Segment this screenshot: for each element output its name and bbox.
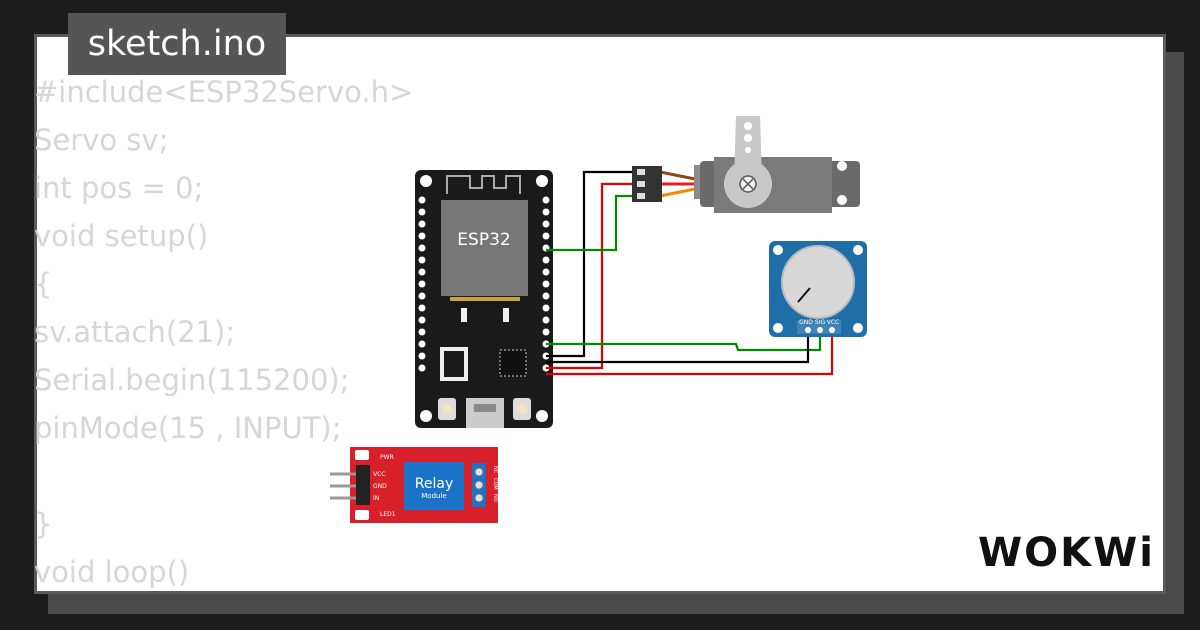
wokwi-logo: WOKWi [978,530,1155,576]
relay-pin-in: IN [373,495,379,502]
code-editor[interactable]: #include<ESP32Servo.h> Servo sv; int pos… [34,68,413,596]
relay-title: Relay [415,476,453,492]
code-line: Serial.begin(115200); [34,363,350,397]
wires [546,170,834,376]
pot-pin-gnd: GND [799,319,813,326]
code-line: void setup() [34,219,209,253]
relay-pin-vcc: VCC [373,471,385,478]
preview-card [34,34,1166,594]
relay-out-no: NO [492,494,498,502]
file-tab[interactable]: sketch.ino [68,13,286,75]
code-line: pinMode(15 , INPUT); [34,411,342,445]
relay-module[interactable]: PWR VCC GND IN LED1 Relay Module NC COM … [330,447,498,523]
potentiometer[interactable]: GND SIG VCC [769,241,867,337]
relay-pin-gnd: GND [373,483,387,490]
servo-connector [632,166,662,202]
esp32-label: ESP32 [457,230,510,250]
code-line: { [34,267,53,301]
relay-out-com: COM [492,478,498,490]
relay-subtitle: Module [421,492,446,500]
code-line: sv.attach(21); [34,315,236,349]
code-line: void loop() [34,555,190,589]
code-line: Servo sv; [34,123,169,157]
pot-pin-vcc: VCC [827,319,839,326]
servo-motor[interactable] [694,116,860,213]
relay-pwr-label: PWR [380,454,394,461]
pot-pin-sig: SIG [815,319,826,326]
code-line: int pos = 0; [34,171,204,205]
code-line: #include<ESP32Servo.h> [34,75,414,109]
code-line: } [34,507,53,541]
relay-out-nc: NC [492,466,498,474]
esp32-board[interactable]: ESP32 [415,170,553,428]
relay-led-label: LED1 [380,511,396,518]
